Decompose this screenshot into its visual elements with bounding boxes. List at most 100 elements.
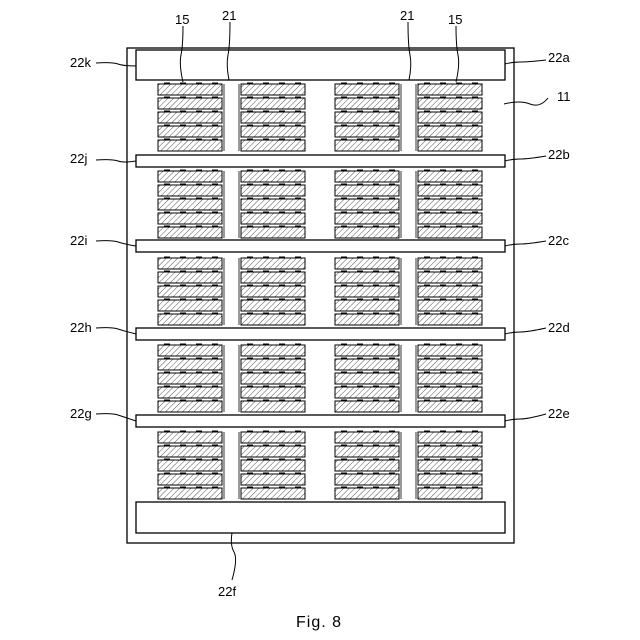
- battery-cell: [241, 345, 305, 356]
- battery-cell: [158, 300, 222, 311]
- battery-cell: [418, 314, 482, 325]
- label-22k: 22k: [70, 55, 91, 70]
- battery-cell: [158, 359, 222, 370]
- battery-cell: [158, 84, 222, 95]
- label-11: 11: [557, 89, 571, 104]
- battery-cell: [158, 272, 222, 283]
- battery-cell: [418, 227, 482, 238]
- battery-cell: [241, 432, 305, 443]
- label-22g: 22g: [70, 406, 92, 421]
- separator-bar: [136, 240, 505, 252]
- battery-cell: [335, 460, 399, 471]
- label-22f: 22f: [218, 584, 236, 599]
- battery-cell: [158, 460, 222, 471]
- battery-cell: [418, 401, 482, 412]
- battery-cell: [241, 272, 305, 283]
- battery-cell: [158, 213, 222, 224]
- battery-cell: [241, 112, 305, 123]
- battery-cell: [418, 286, 482, 297]
- battery-cell: [418, 446, 482, 457]
- label-22b: 22b: [548, 147, 570, 162]
- label-22i: 22i: [70, 233, 87, 248]
- battery-cell: [158, 446, 222, 457]
- battery-cell: [241, 300, 305, 311]
- label-22d: 22d: [548, 320, 570, 335]
- battery-cell: [241, 488, 305, 499]
- battery-cell: [158, 258, 222, 269]
- battery-cell: [241, 387, 305, 398]
- battery-cell: [335, 345, 399, 356]
- battery-cell: [241, 446, 305, 457]
- cell-groups: [158, 83, 482, 499]
- battery-cell: [335, 359, 399, 370]
- battery-cell: [418, 474, 482, 485]
- battery-cell: [335, 401, 399, 412]
- battery-cell: [241, 258, 305, 269]
- battery-cell: [241, 359, 305, 370]
- battery-cell: [335, 446, 399, 457]
- battery-cell: [335, 314, 399, 325]
- battery-cell: [335, 171, 399, 182]
- battery-cell: [335, 199, 399, 210]
- battery-cell: [418, 126, 482, 137]
- battery-cell: [335, 227, 399, 238]
- battery-cell: [241, 373, 305, 384]
- battery-cell: [158, 387, 222, 398]
- battery-cell: [241, 98, 305, 109]
- battery-cell: [241, 460, 305, 471]
- battery-cell: [241, 199, 305, 210]
- battery-cell: [418, 488, 482, 499]
- battery-cell: [158, 112, 222, 123]
- battery-cell: [158, 185, 222, 196]
- battery-cell: [241, 171, 305, 182]
- battery-cell: [418, 387, 482, 398]
- battery-cell: [241, 401, 305, 412]
- label-15-left: 15: [175, 12, 189, 27]
- battery-cell: [241, 286, 305, 297]
- battery-cell: [418, 213, 482, 224]
- top-bus-bar: [136, 50, 505, 80]
- battery-cell: [335, 126, 399, 137]
- battery-cell: [241, 140, 305, 151]
- battery-cell: [418, 84, 482, 95]
- battery-cell: [335, 432, 399, 443]
- battery-cell: [335, 258, 399, 269]
- battery-cell: [418, 460, 482, 471]
- battery-cell: [335, 488, 399, 499]
- battery-cell: [335, 373, 399, 384]
- battery-cell: [418, 140, 482, 151]
- battery-cell: [335, 286, 399, 297]
- battery-cell: [158, 98, 222, 109]
- battery-cell: [418, 199, 482, 210]
- bottom-bus-bar: [136, 502, 505, 533]
- separator-bar: [136, 328, 505, 340]
- battery-cell: [418, 258, 482, 269]
- battery-cell: [158, 140, 222, 151]
- battery-cell: [418, 345, 482, 356]
- label-22h: 22h: [70, 320, 92, 335]
- battery-cell: [418, 98, 482, 109]
- battery-cell: [241, 126, 305, 137]
- battery-cell: [418, 171, 482, 182]
- separator-bar: [136, 415, 505, 427]
- battery-cell: [418, 373, 482, 384]
- battery-cell: [158, 314, 222, 325]
- battery-cell: [335, 387, 399, 398]
- battery-cell: [241, 213, 305, 224]
- battery-cell: [418, 272, 482, 283]
- battery-cell: [158, 373, 222, 384]
- battery-cell: [418, 300, 482, 311]
- battery-cell: [418, 185, 482, 196]
- label-21-left: 21: [222, 8, 236, 23]
- label-22c: 22c: [548, 233, 569, 248]
- figure-caption: Fig. 8: [296, 614, 342, 631]
- battery-cell: [158, 171, 222, 182]
- battery-cell: [241, 474, 305, 485]
- battery-cell: [335, 112, 399, 123]
- label-22a: 22a: [548, 50, 570, 65]
- battery-cell: [158, 345, 222, 356]
- battery-cell: [158, 432, 222, 443]
- separator-bar: [136, 155, 505, 167]
- label-21-right: 21: [400, 8, 414, 23]
